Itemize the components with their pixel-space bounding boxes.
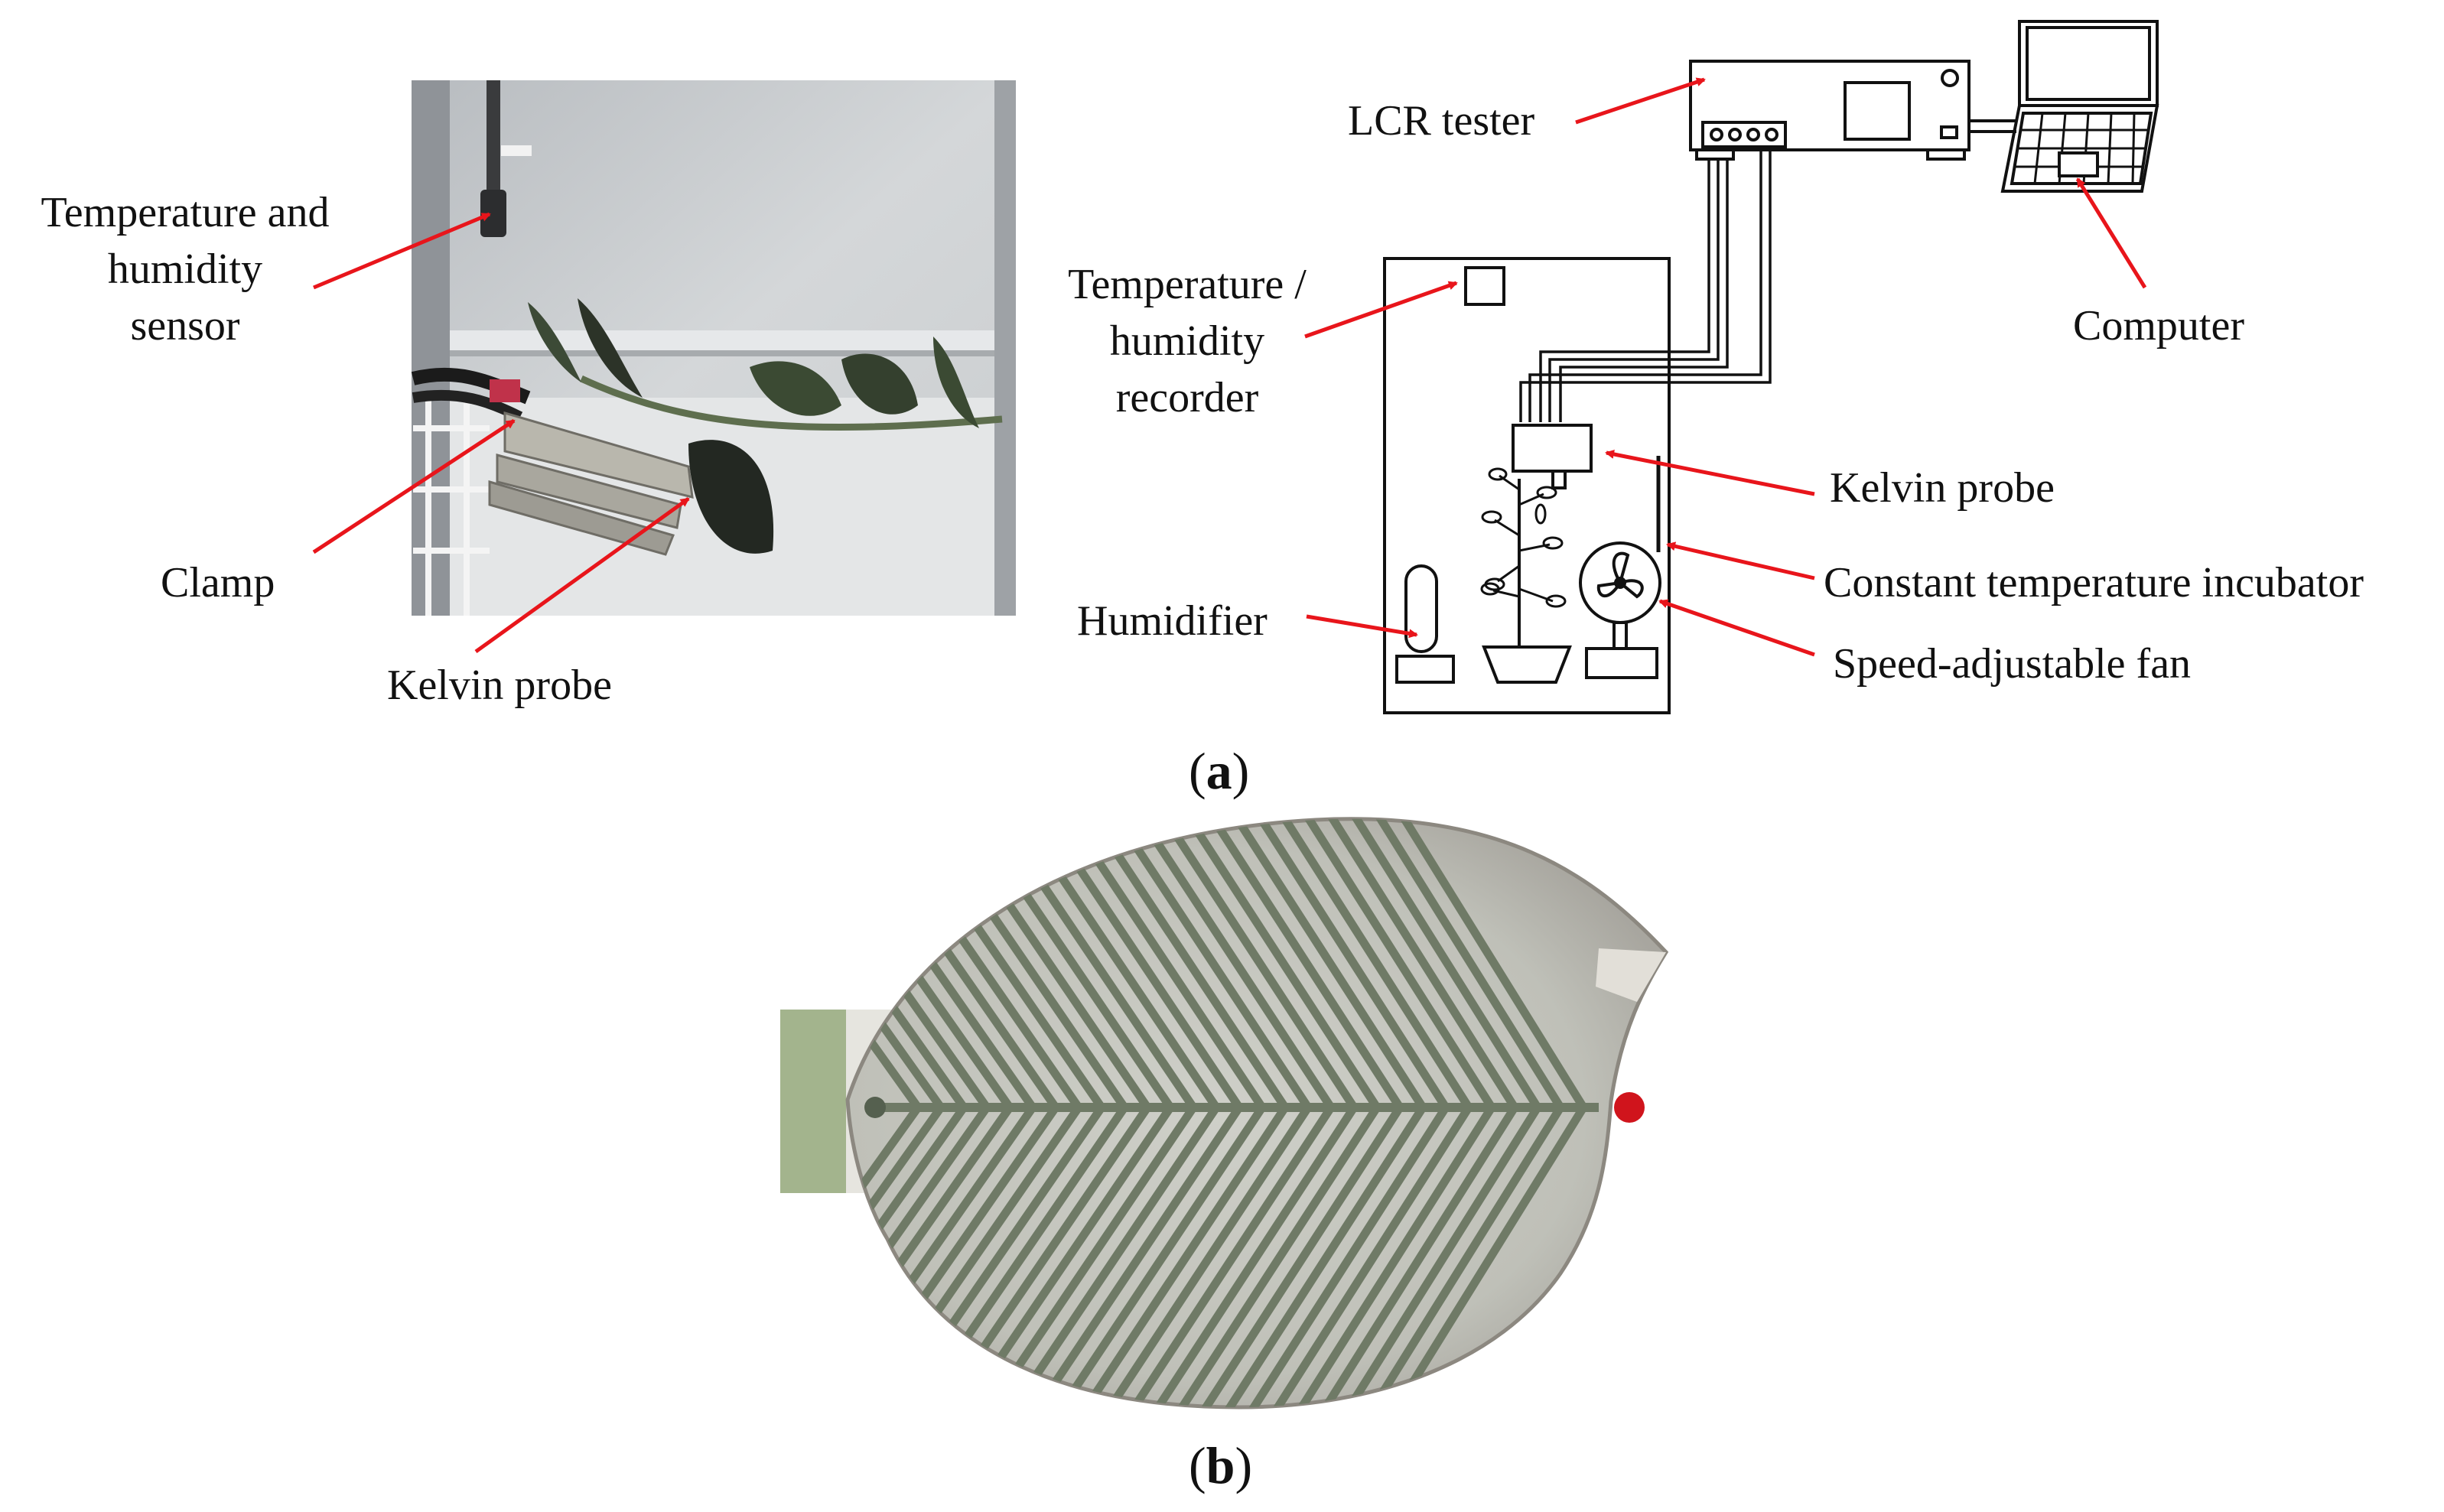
caption-a-letter: a	[1206, 742, 1232, 800]
setup-photo	[411, 80, 1016, 616]
electrode-trace-down	[848, 1103, 923, 1407]
electrode-trace-up	[848, 818, 945, 1112]
electrode-trace-up	[1212, 818, 1427, 1112]
label-humidifier: Humidifier	[1077, 597, 1268, 645]
label-computer: Computer	[2073, 302, 2244, 350]
arrow-clamp	[312, 418, 516, 554]
arrow-computer	[2075, 177, 2147, 289]
electrode-trace-up	[1355, 818, 1565, 1112]
electrode-trace-up	[1188, 818, 1404, 1112]
label-sensor-line1: Temperature and	[41, 189, 330, 236]
electrode-trace-down	[1284, 1103, 1496, 1407]
label-temp-humidity-sensor: Temperature and humidity sensor	[17, 185, 353, 355]
caption-b: (b)	[1189, 1432, 1252, 1501]
arrow-humidifier	[1306, 614, 1418, 639]
electrode-trace-down	[1212, 1103, 1427, 1407]
electrode-trace-down	[1043, 1103, 1267, 1407]
electrode-trace-down	[1307, 1103, 1519, 1407]
arrow-fan	[1658, 599, 1815, 657]
label-sensor-line3: sensor	[130, 301, 240, 350]
arrow-photo-probe	[474, 496, 690, 654]
electrode-trace-down	[1188, 1103, 1404, 1407]
setup-schematic	[1383, 20, 2159, 714]
label-lcr-tester: LCR tester	[1348, 97, 1535, 145]
label-recorder-line2: humidity	[1109, 317, 1265, 365]
electrode-trace-down	[1260, 1103, 1473, 1407]
label-sensor-line2: humidity	[107, 245, 263, 293]
label-fan: Speed-adjustable fan	[1833, 640, 2192, 688]
electrode-trace-up	[1380, 818, 1588, 1112]
label-recorder-line1: Temperature /	[1068, 261, 1307, 308]
label-temp-humidity-recorder: Temperature / humidity recorder	[1034, 257, 1340, 427]
electrode-trace-down	[1140, 1103, 1359, 1407]
electrode-trace-down	[1068, 1103, 1290, 1407]
electrode-trace-up	[1284, 818, 1496, 1112]
electrode-trace-down	[1355, 1103, 1565, 1407]
arrow-incubator	[1666, 541, 1815, 580]
electrode-trace-down	[848, 1103, 1037, 1407]
annotation-arrows	[312, 77, 2147, 657]
electrode-trace-down	[1332, 1103, 1542, 1407]
caption-b-open: (	[1189, 1436, 1206, 1494]
arrow-schematic-probe	[1605, 450, 1815, 496]
electrode-trace-up	[1332, 818, 1542, 1112]
electrode-trace-down	[1163, 1103, 1381, 1407]
electrode-trace-down	[1235, 1103, 1450, 1407]
electrode-trace-down	[1380, 1103, 1588, 1407]
electrode-trace-up	[1235, 818, 1450, 1112]
electrode-trace-up	[1307, 818, 1519, 1112]
leaf-electrode-photo	[780, 817, 1669, 1410]
label-clamp: Clamp	[161, 559, 275, 606]
electrode-trace-down	[1020, 1103, 1244, 1407]
label-schematic-kelvin-probe: Kelvin probe	[1830, 464, 2055, 512]
label-recorder-line3: recorder	[1115, 373, 1259, 421]
arrow-lcr	[1575, 77, 1706, 125]
electrode-trace-down	[848, 1103, 945, 1407]
electrode-trace-up	[1140, 818, 1359, 1112]
arrow-sensor	[313, 212, 491, 290]
caption-a: (a)	[1189, 737, 1249, 806]
caption-b-close: )	[1235, 1436, 1253, 1494]
electrode-trace-up	[1260, 818, 1473, 1112]
electrode-trace-down	[1116, 1103, 1336, 1407]
caption-b-letter: b	[1206, 1436, 1235, 1494]
electrode-trace-up	[1163, 818, 1381, 1112]
electrode-trace-down	[1092, 1103, 1313, 1407]
caption-a-close: )	[1232, 742, 1250, 800]
arrow-recorder	[1304, 281, 1458, 339]
label-incubator: Constant temperature incubator	[1824, 559, 2364, 606]
caption-a-open: (	[1189, 742, 1206, 800]
label-photo-kelvin-probe: Kelvin probe	[387, 662, 612, 709]
electrode-trace-up	[848, 818, 923, 1112]
